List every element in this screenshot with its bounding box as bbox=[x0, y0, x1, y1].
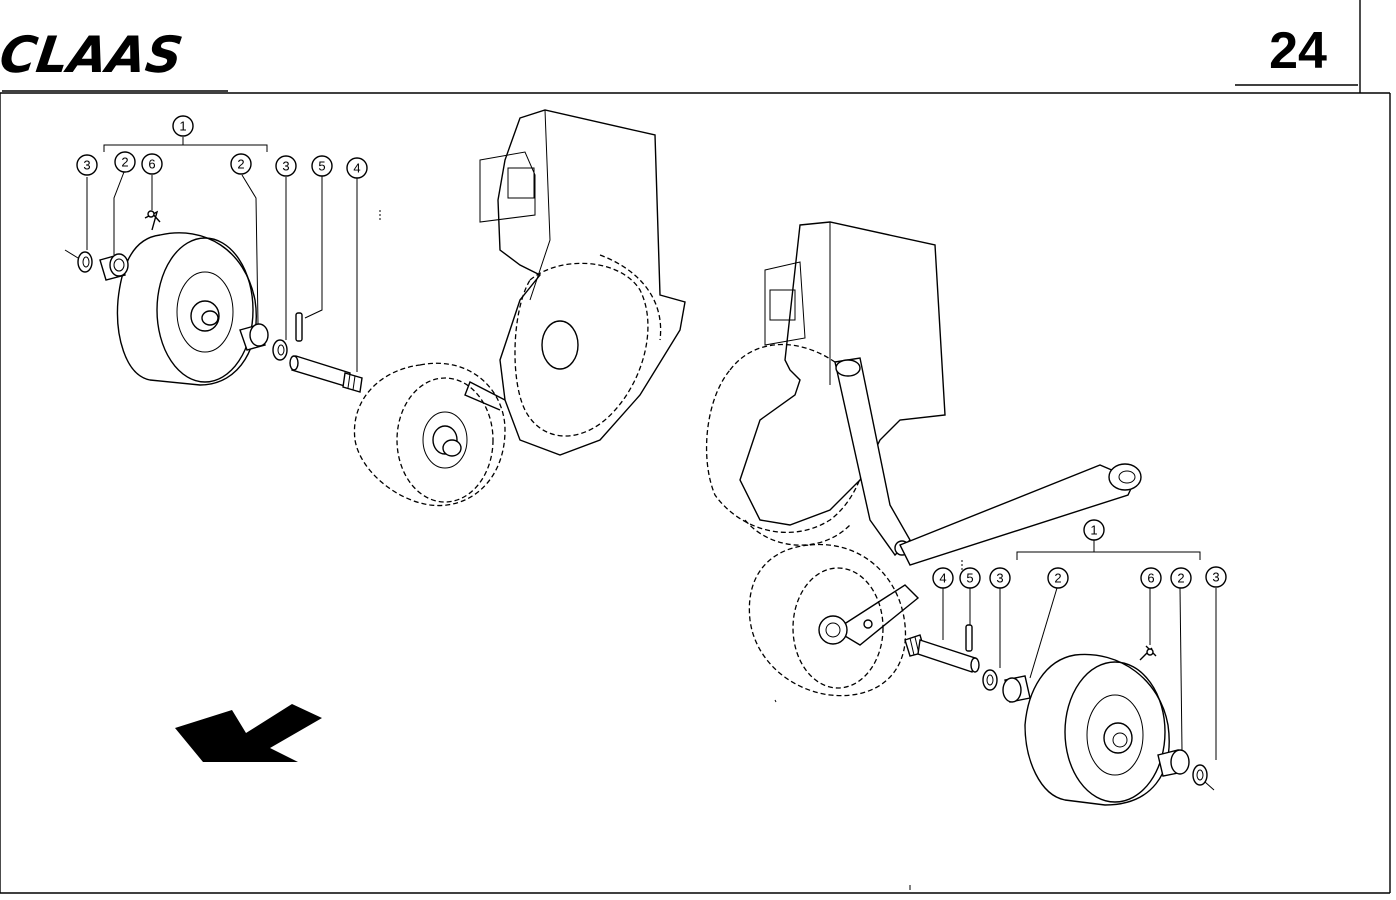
left-installed-wheel bbox=[353, 362, 506, 507]
callout-right-2a: 2 bbox=[1047, 567, 1069, 589]
svg-text:1: 1 bbox=[179, 119, 186, 134]
right-frame-housing bbox=[706, 221, 1142, 646]
callout-right-3b: 3 bbox=[1205, 566, 1227, 588]
callout-right-2b: 2 bbox=[1170, 567, 1192, 589]
svg-text:1: 1 bbox=[1090, 523, 1097, 538]
right-exploded-wheel bbox=[1024, 653, 1170, 806]
callout-left-5: 5 bbox=[311, 155, 333, 177]
svg-text:2: 2 bbox=[1054, 571, 1061, 586]
callout-left-2a: 2 bbox=[114, 151, 136, 173]
right-parts bbox=[904, 540, 1217, 791]
svg-text:6: 6 bbox=[1147, 571, 1154, 586]
svg-text:5: 5 bbox=[966, 571, 973, 586]
svg-text:2: 2 bbox=[121, 155, 128, 170]
svg-text:3: 3 bbox=[282, 159, 289, 174]
callout-left-4: 4 bbox=[346, 157, 368, 179]
left-frame-housing bbox=[464, 109, 686, 456]
travel-direction-arrow-icon bbox=[175, 704, 322, 762]
callout-right-1: 1 bbox=[1083, 519, 1105, 541]
callout-right-4: 4 bbox=[932, 567, 954, 589]
callout-right-5: 5 bbox=[959, 567, 981, 589]
svg-text:5: 5 bbox=[318, 159, 325, 174]
callout-left-2b: 2 bbox=[230, 153, 252, 175]
svg-text:4: 4 bbox=[939, 571, 946, 586]
svg-text:2: 2 bbox=[1177, 571, 1184, 586]
callout-left-3a: 3 bbox=[76, 154, 98, 176]
callout-left-6: 6 bbox=[141, 153, 163, 175]
svg-text:2: 2 bbox=[237, 157, 244, 172]
svg-text:6: 6 bbox=[148, 157, 155, 172]
svg-text:4: 4 bbox=[353, 161, 360, 176]
left-group-bracket bbox=[103, 137, 268, 152]
svg-text:3: 3 bbox=[83, 158, 90, 173]
callout-right-3a: 3 bbox=[989, 567, 1011, 589]
svg-text:3: 3 bbox=[996, 571, 1003, 586]
brand-logo-text: CLAAS bbox=[0, 25, 186, 84]
callout-left-3b: 3 bbox=[275, 155, 297, 177]
svg-text:3: 3 bbox=[1212, 570, 1219, 585]
left-exploded-wheel bbox=[116, 232, 257, 386]
callout-left-1: 1 bbox=[172, 115, 194, 137]
claas-logo: CLAAS bbox=[0, 25, 186, 84]
left-parts bbox=[64, 171, 381, 393]
right-installed-wheel bbox=[748, 543, 907, 697]
page-number: 24 bbox=[1269, 22, 1327, 80]
callout-right-6: 6 bbox=[1140, 567, 1162, 589]
